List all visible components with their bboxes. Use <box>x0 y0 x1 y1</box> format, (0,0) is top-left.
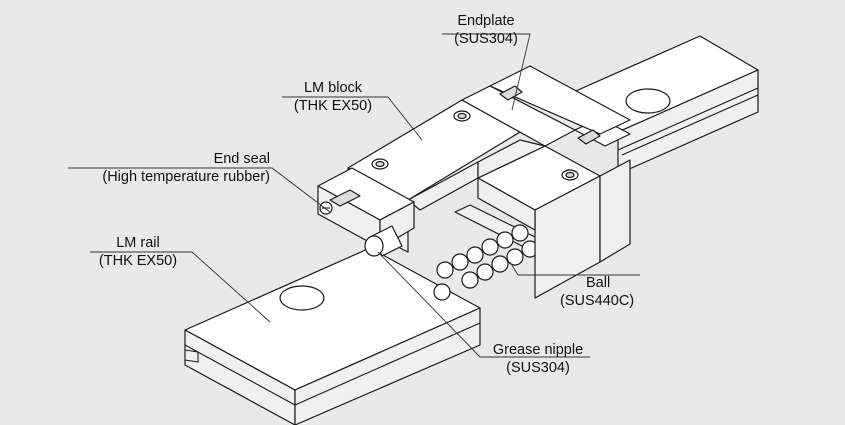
end-seal-left <box>317 167 415 249</box>
label-end-seal: End seal (High temperature rubber) <box>60 150 270 186</box>
lm-rail-title: LM rail <box>116 235 160 251</box>
label-ball: Ball (SUS440C) <box>560 274 670 310</box>
balls-group <box>433 204 546 301</box>
end-seal-material: (High temperature rubber) <box>102 169 270 185</box>
grease-nipple-material: (SUS304) <box>506 360 570 376</box>
lm-rail-front <box>184 247 481 425</box>
label-grease-nipple: Grease nipple (SUS304) <box>480 341 596 377</box>
grease-nipple-title: Grease nipple <box>492 342 584 358</box>
ball-material: (SUS440C) <box>560 293 635 309</box>
leader-lines <box>68 33 640 358</box>
lm-rail-back <box>559 35 759 175</box>
label-lm-rail: LM rail (THK EX50) <box>86 234 190 270</box>
endplate-material: (SUS304) <box>454 31 518 47</box>
grease-nipple <box>364 225 403 257</box>
endplate-title: Endplate <box>457 13 515 29</box>
endplate-right <box>489 65 631 263</box>
end-seal-title: End seal <box>213 151 270 167</box>
lm-rail-material: (THK EX50) <box>98 253 178 269</box>
label-endplate: Endplate (SUS304) <box>440 12 532 48</box>
label-lm-block: LM block (THK EX50) <box>278 79 388 115</box>
lm-block-material: (THK EX50) <box>293 98 373 114</box>
lm-block-title: LM block <box>303 80 363 96</box>
ball-title: Ball <box>586 275 611 291</box>
